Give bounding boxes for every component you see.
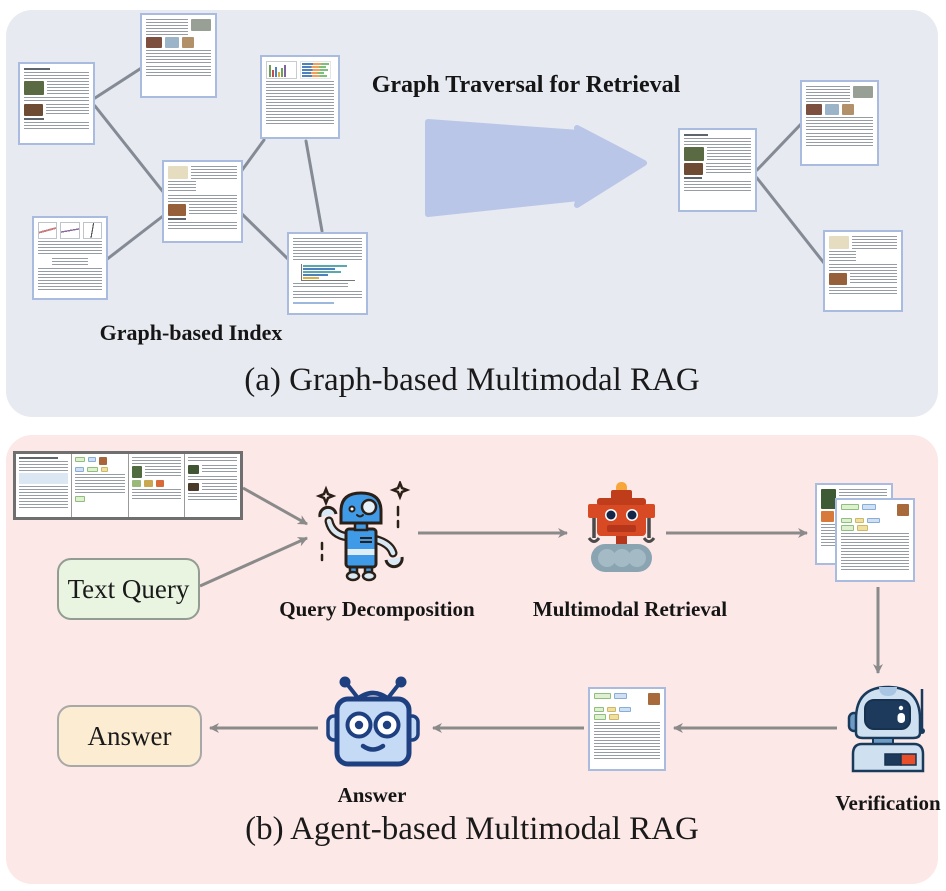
verification-robot-icon [847, 685, 925, 773]
document-thumbnail [18, 62, 95, 145]
multimodal-retrieval-label: Multimodal Retrieval [532, 597, 728, 621]
document-thumbnail [800, 80, 879, 166]
panel-agent-based-rag: Text Query [6, 435, 941, 884]
document-thumbnail [162, 160, 243, 243]
panel-b-caption: (b) Agent-based Multimodal RAG [245, 811, 699, 847]
panel-graph-based-rag: Graph Traversal for Retrieval Graph-base… [6, 10, 938, 417]
answer-robot-icon [326, 676, 420, 767]
document-thumbnail [588, 687, 666, 771]
input-documents-strip [13, 451, 243, 520]
document-thumbnail [32, 216, 108, 300]
query-decomposition-robot-icon [315, 481, 411, 582]
verification-label: Verification [835, 791, 941, 815]
document-thumbnail [823, 230, 903, 312]
panel-a-caption: (a) Graph-based Multimodal RAG [244, 362, 700, 398]
query-decomposition-label: Query Decomposition [279, 597, 475, 621]
document-thumbnail [260, 55, 340, 139]
multimodal-retrieval-robot-icon [587, 482, 656, 572]
document-thumbnail [835, 498, 915, 582]
text-query-label: Text Query [67, 573, 190, 604]
document-thumbnail [140, 13, 217, 98]
document-thumbnail [678, 128, 757, 212]
answer-robot-label: Answer [337, 783, 407, 807]
graph-index-label: Graph-based Index [99, 320, 283, 345]
answer-box: Answer [57, 705, 202, 767]
traversal-label: Graph Traversal for Retrieval [371, 72, 681, 98]
answer-box-label: Answer [87, 720, 172, 751]
text-query-box: Text Query [57, 558, 200, 620]
document-thumbnail [287, 232, 368, 315]
